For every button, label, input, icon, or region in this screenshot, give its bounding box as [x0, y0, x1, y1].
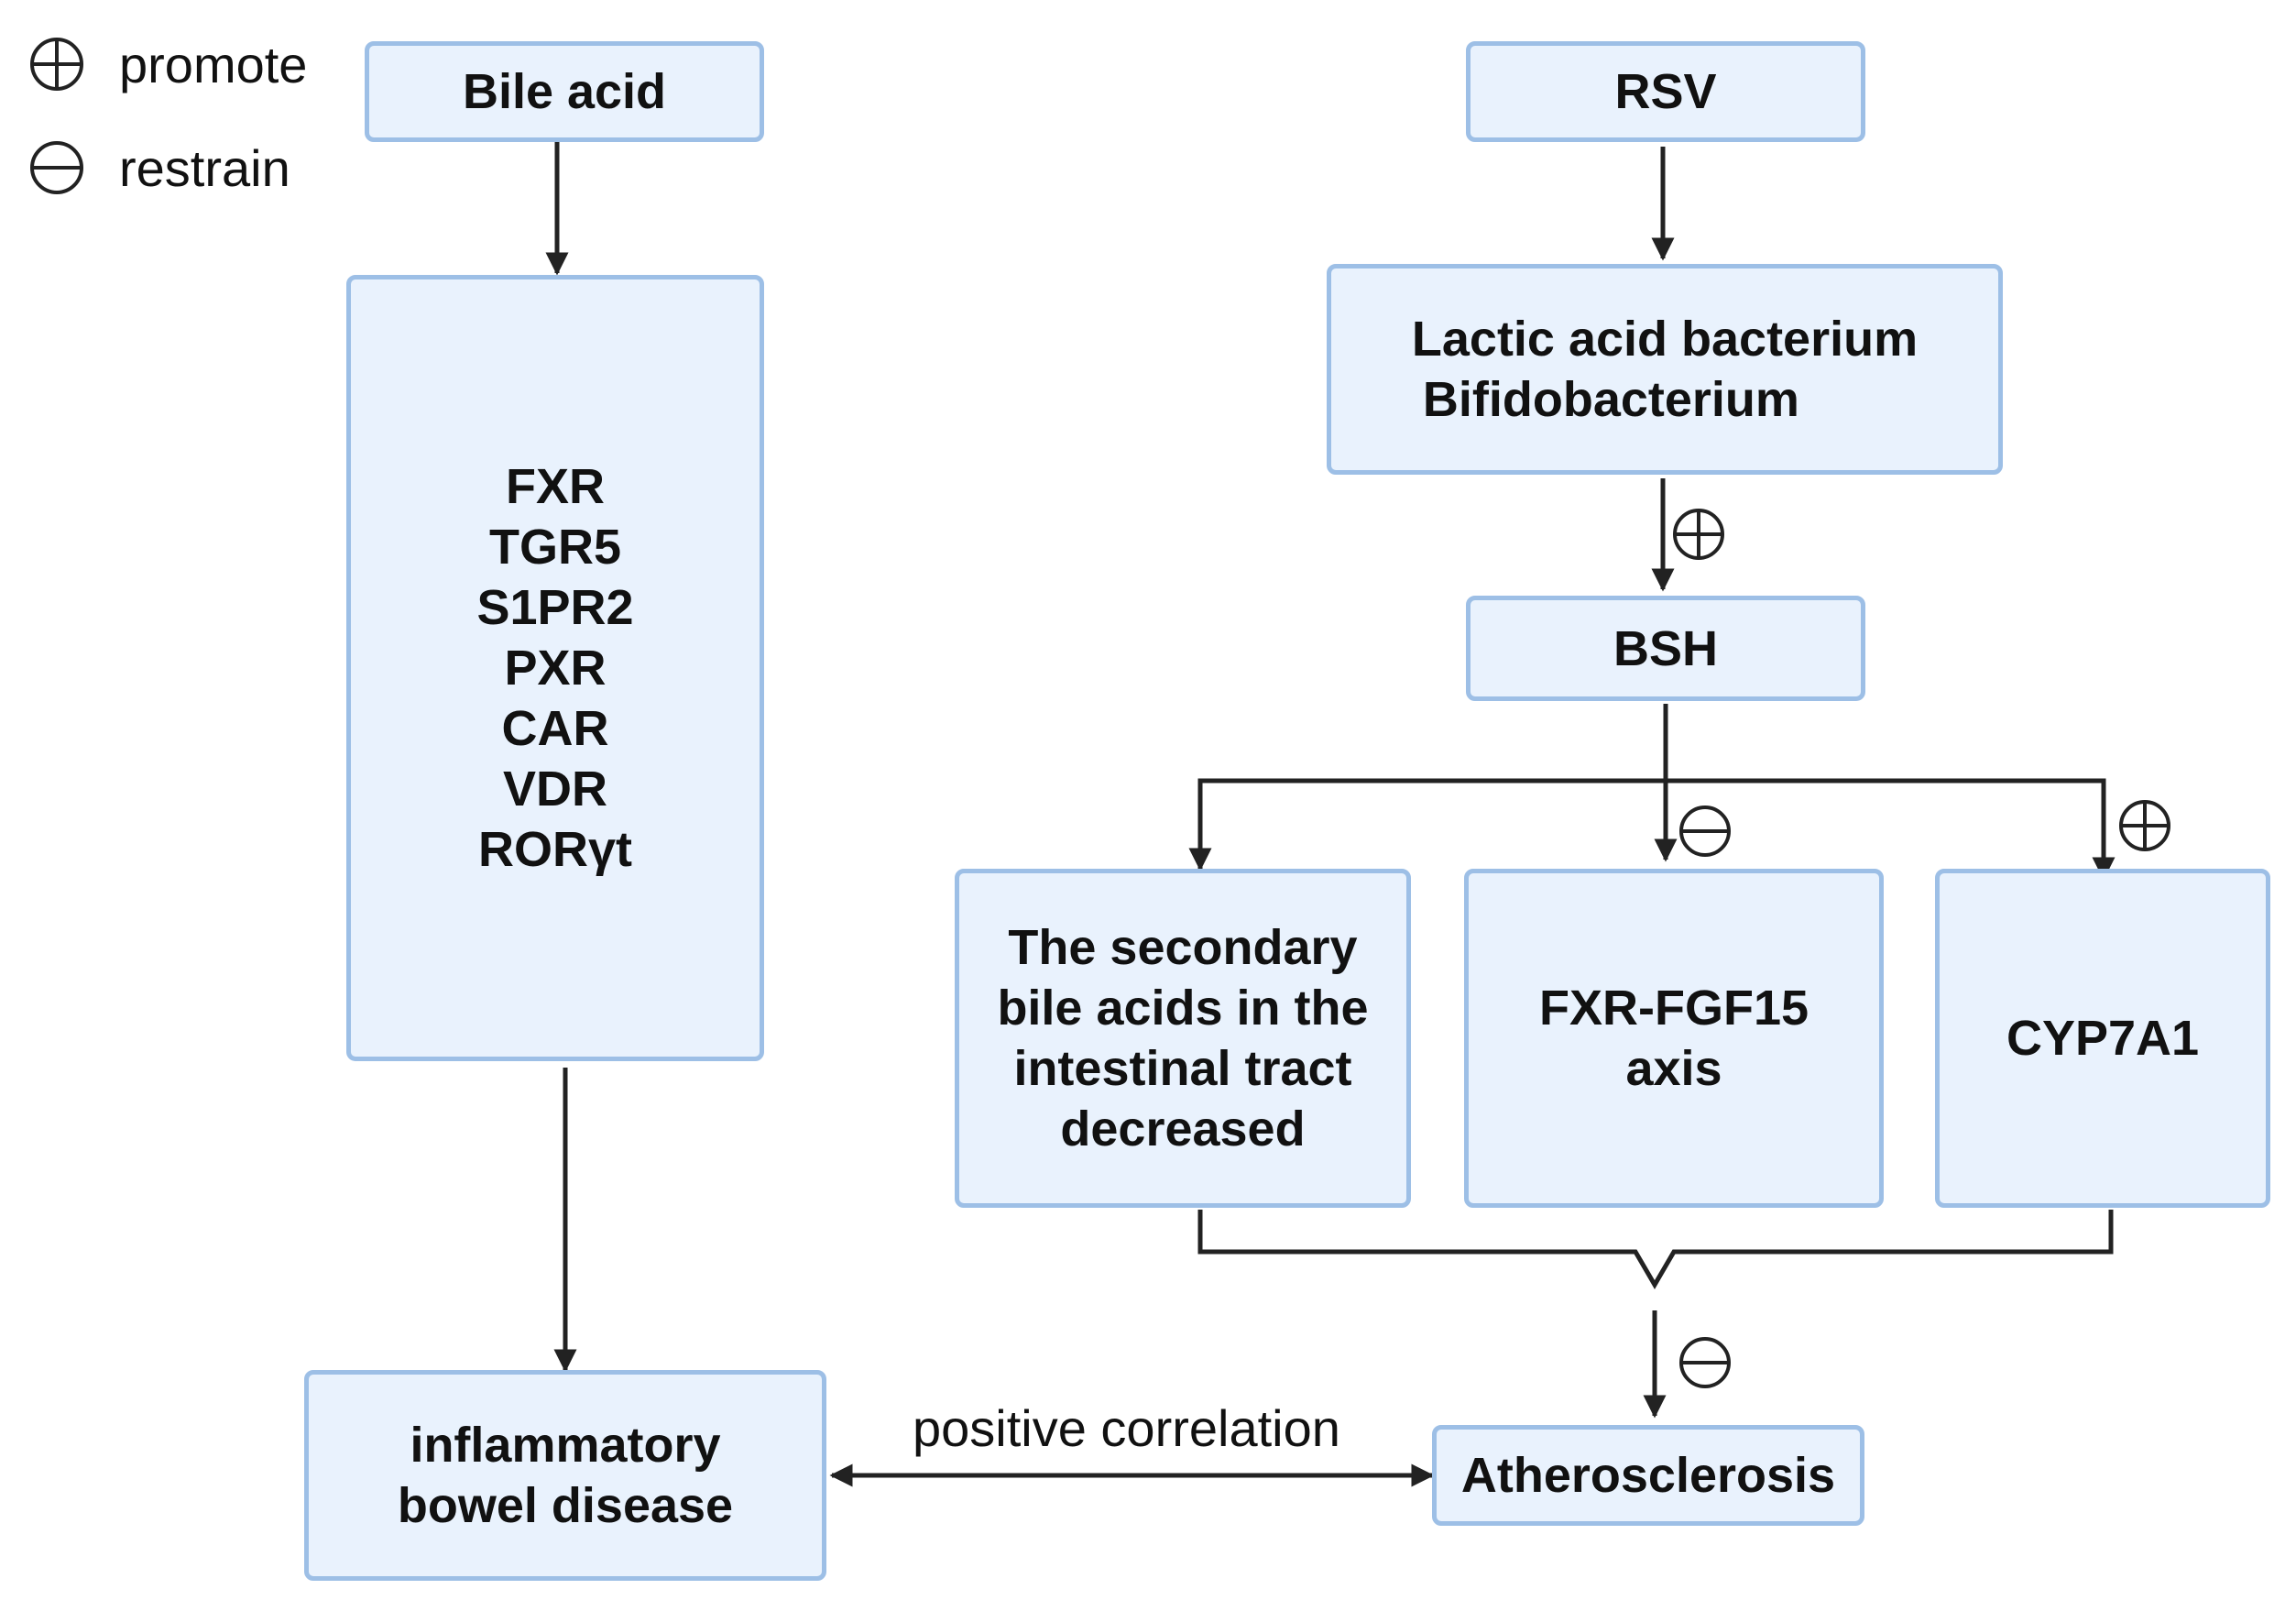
- node-receptors: FXR TGR5 S1PR2 PXR CAR VDR RORγt: [346, 275, 764, 1061]
- node-fxr-fgf15-line: axis: [1625, 1041, 1722, 1096]
- receptor-item: S1PR2: [476, 580, 634, 635]
- promote-icon: [2119, 800, 2170, 851]
- node-bacteria-line: Lactic acid bacterium: [1411, 312, 1919, 367]
- node-bsh-label: BSH: [1613, 620, 1718, 676]
- node-ibd-line: inflammatory: [410, 1418, 721, 1473]
- circle-minus-icon: [30, 141, 83, 194]
- receptor-item: RORγt: [477, 822, 632, 877]
- node-bsh: BSH: [1466, 596, 1865, 701]
- node-secondary-line: decreased: [1060, 1101, 1306, 1156]
- node-atherosclerosis-label: Atherosclerosis: [1460, 1448, 1836, 1503]
- legend-restrain-label: restrain: [119, 138, 290, 197]
- node-bacteria: Lactic acid bacterium Bifidobacterium: [1327, 264, 2003, 475]
- node-bile-acid-label: Bile acid: [462, 64, 667, 119]
- node-rsv-label: RSV: [1614, 64, 1717, 119]
- correlation-label: positive correlation: [913, 1399, 1340, 1457]
- node-bile-acid: Bile acid: [365, 41, 764, 142]
- node-secondary-bile-acids: The secondary bile acids in the intestin…: [955, 869, 1411, 1208]
- receptor-list: FXR TGR5 S1PR2 PXR CAR VDR RORγt: [476, 456, 633, 880]
- node-ibd-line: bowel disease: [397, 1478, 734, 1533]
- node-ibd: inflammatory bowel disease: [304, 1370, 826, 1581]
- node-secondary-line: The secondary: [1008, 920, 1358, 975]
- receptor-item: TGR5: [488, 520, 621, 575]
- merge-bracket: [1197, 1210, 2114, 1289]
- node-bacteria-line: Bifidobacterium: [1422, 372, 1799, 427]
- restrain-icon: [1679, 1337, 1731, 1388]
- circle-plus-icon: [30, 38, 83, 91]
- branch-bus: [1197, 778, 2106, 869]
- restrain-icon: [1679, 806, 1731, 857]
- receptor-item: VDR: [502, 762, 607, 816]
- node-rsv: RSV: [1466, 41, 1865, 142]
- legend-restrain: restrain: [27, 131, 290, 204]
- node-secondary-line: intestinal tract: [1013, 1041, 1352, 1096]
- legend-promote: promote: [27, 27, 307, 101]
- node-secondary-line: bile acids in the: [997, 981, 1369, 1036]
- node-fxr-fgf15-line: FXR-FGF15: [1538, 981, 1809, 1036]
- node-cyp7a1: CYP7A1: [1935, 869, 2270, 1208]
- receptor-item: CAR: [501, 701, 609, 756]
- node-fxr-fgf15: FXR-FGF15 axis: [1464, 869, 1884, 1208]
- node-cyp7a1-label: CYP7A1: [2006, 1011, 2200, 1066]
- node-atherosclerosis: Atherosclerosis: [1432, 1425, 1864, 1526]
- receptor-item: FXR: [505, 459, 605, 514]
- promote-icon: [1673, 509, 1724, 560]
- receptor-item: PXR: [504, 641, 607, 696]
- legend-promote-label: promote: [119, 35, 308, 93]
